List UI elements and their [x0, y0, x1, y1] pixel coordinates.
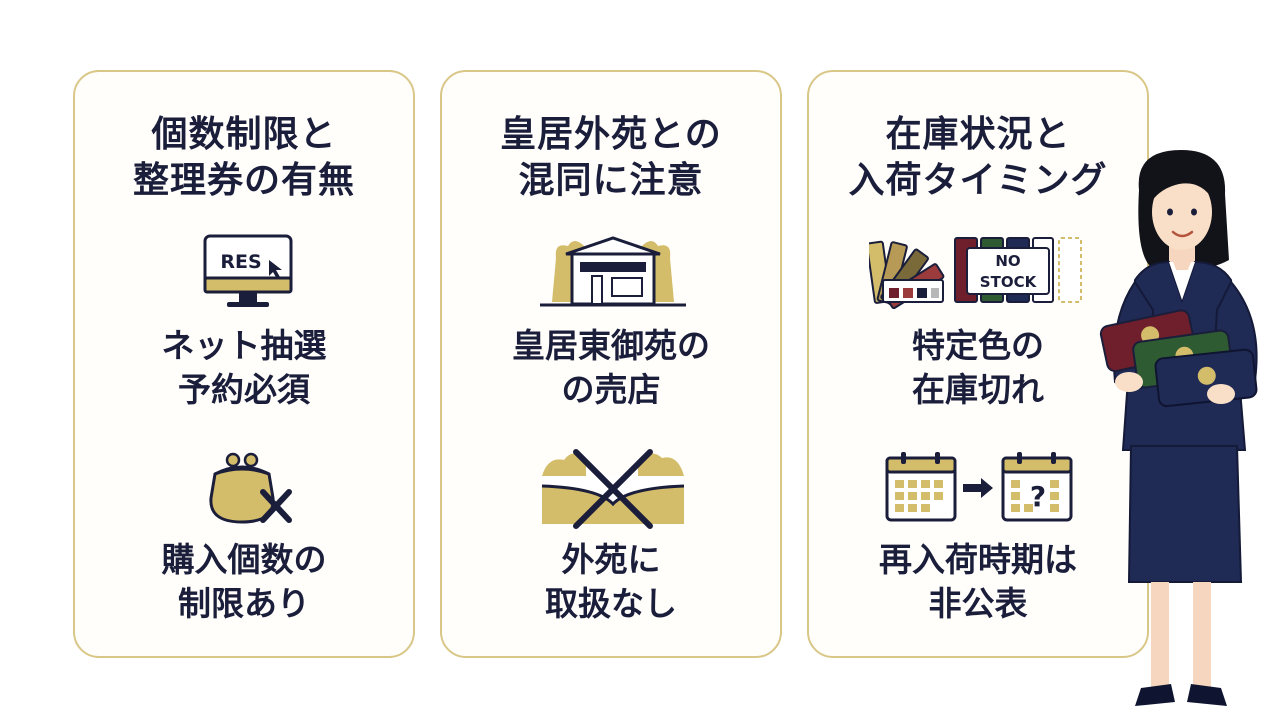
card-title: 皇居外苑との 混同に注意: [500, 114, 722, 201]
swatch-fan: [869, 240, 945, 310]
question-mark-text: ?: [1030, 480, 1046, 513]
shop-building-icon: [540, 236, 686, 307]
card-stock-status: 在庫状況と 入荷タイミング NO STOCK 特定色の 在庫切れ: [807, 70, 1149, 658]
calendar-arrow-question-icon: ?: [885, 452, 1073, 522]
item-label: 外苑に 取扱なし: [545, 540, 677, 623]
item-label: 特定色の 在庫切れ: [912, 326, 1044, 409]
card-confusion-warning: 皇居外苑との 混同に注意 皇居東御苑の の売店 外苑に 取扱なし: [440, 70, 782, 658]
coin-purse-crossed-icon: [209, 452, 292, 524]
no-stock-text-line2: STOCK: [980, 273, 1038, 291]
outer-garden-crossed-icon: [541, 449, 685, 529]
monitor-text: RES: [220, 251, 261, 273]
pouch-stack: [1099, 309, 1258, 408]
color-swatch-no-stock-icon: NO STOCK: [869, 237, 1082, 310]
item-label: ネット抽選 予約必須: [161, 326, 327, 409]
item-label: 皇居東御苑の の売店: [512, 326, 710, 409]
item-label: 購入個数の 制限あり: [161, 540, 327, 623]
computer-monitor-icon: RES: [203, 234, 293, 307]
no-stock-text-line1: NO: [995, 252, 1020, 270]
card-quantity-limit: 個数制限と 整理券の有無 RES ネット抽選 予約必須 購入個数の 制限あり: [73, 70, 415, 658]
card-title: 個数制限と 整理券の有無: [132, 114, 355, 201]
card-title: 在庫状況と 入荷タイミング: [848, 114, 1108, 201]
item-label: 再入荷時期は 非公表: [879, 540, 1077, 623]
woman-in-suit-holding-pouches-icon: [1099, 150, 1258, 706]
